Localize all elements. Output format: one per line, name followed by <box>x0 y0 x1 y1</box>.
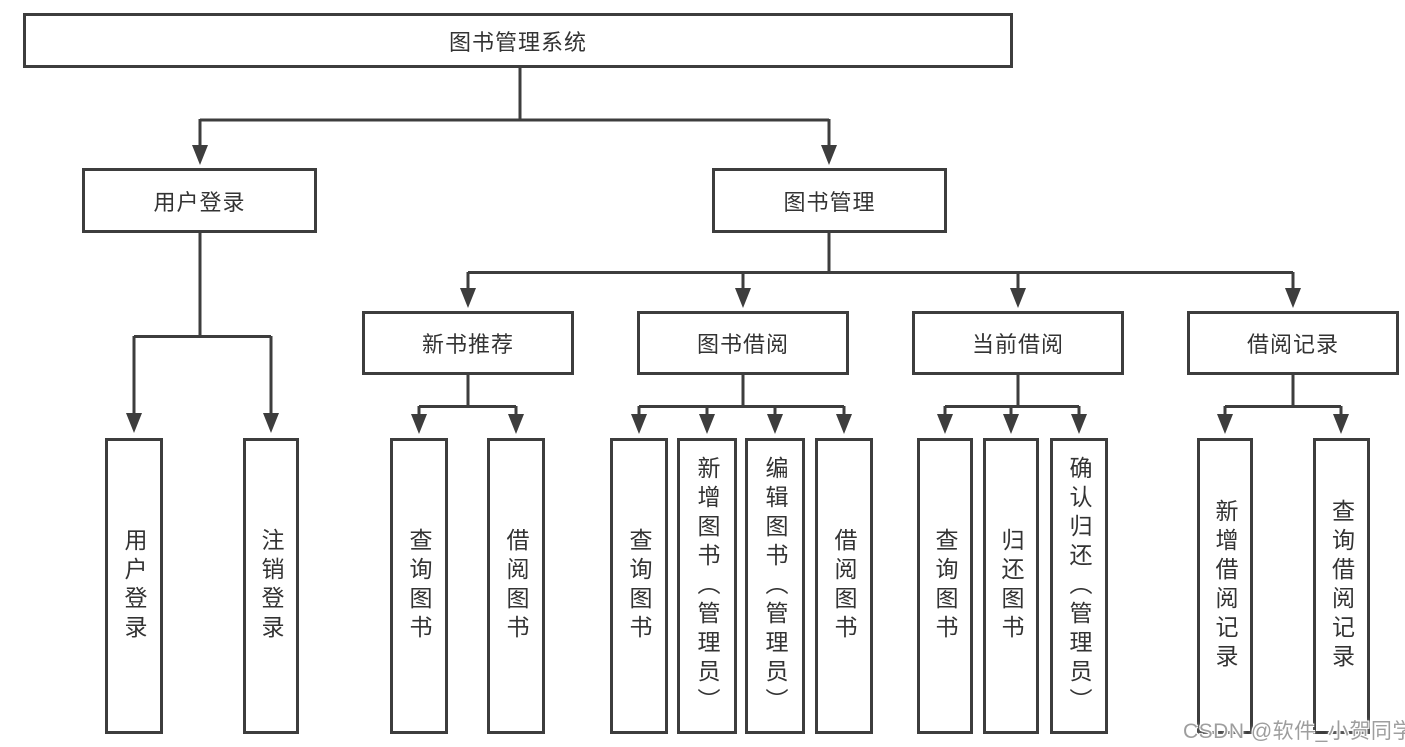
node-label: 当前借阅 <box>971 332 1064 357</box>
node-leaf-query-books-1: 查询图书 <box>390 438 448 734</box>
node-new-book-recommend: 新书推荐 <box>362 311 574 375</box>
node-leaf-query-borrow-record: 查询借阅记录 <box>1313 438 1370 734</box>
node-label: 新书推荐 <box>421 332 514 357</box>
node-label: 编辑图书（管理员） <box>762 455 788 717</box>
node-leaf-query-books-2: 查询图书 <box>610 438 668 734</box>
node-leaf-user-login: 用户登录 <box>105 438 163 734</box>
node-leaf-borrow-books-2: 借阅图书 <box>815 438 873 734</box>
node-book-management: 图书管理 <box>712 168 947 233</box>
node-borrow-record: 借阅记录 <box>1187 311 1399 375</box>
node-label: 图书管理 <box>783 189 876 215</box>
node-book-borrow: 图书借阅 <box>637 311 849 375</box>
node-label: 查询图书 <box>406 528 432 644</box>
node-leaf-confirm-return-admin: 确认归还（管理员） <box>1050 438 1108 734</box>
node-leaf-add-borrow-record: 新增借阅记录 <box>1197 438 1253 734</box>
node-leaf-add-book-admin: 新增图书（管理员） <box>677 438 737 734</box>
node-label: 确认归还（管理员） <box>1066 455 1092 717</box>
node-label: 新增图书（管理员） <box>694 455 720 717</box>
node-user-login: 用户登录 <box>82 168 317 233</box>
node-label: 图书借阅 <box>696 332 789 357</box>
node-label: 图书管理系统 <box>448 29 587 55</box>
node-leaf-borrow-books-1: 借阅图书 <box>487 438 545 734</box>
node-label: 注销登录 <box>258 528 284 644</box>
node-label: 用户登录 <box>153 189 246 215</box>
node-label: 用户登录 <box>121 528 147 644</box>
node-label: 归还图书 <box>998 528 1024 644</box>
node-label: 查询图书 <box>626 528 652 644</box>
node-leaf-edit-book-admin: 编辑图书（管理员） <box>745 438 805 734</box>
node-label: 借阅图书 <box>831 528 857 644</box>
node-current-borrow: 当前借阅 <box>912 311 1124 375</box>
node-leaf-return-book: 归还图书 <box>983 438 1039 734</box>
node-label: 借阅记录 <box>1246 332 1339 357</box>
csdn-watermark: CSDN @软件_小贺同学 <box>1183 720 1405 743</box>
node-leaf-logout: 注销登录 <box>243 438 299 734</box>
node-leaf-query-books-3: 查询图书 <box>917 438 973 734</box>
node-label: 新增借阅记录 <box>1212 499 1238 673</box>
node-label: 查询图书 <box>932 528 958 644</box>
node-library-management-system: 图书管理系统 <box>23 13 1013 68</box>
node-label: 查询借阅记录 <box>1328 499 1355 673</box>
node-label: 借阅图书 <box>503 528 529 644</box>
